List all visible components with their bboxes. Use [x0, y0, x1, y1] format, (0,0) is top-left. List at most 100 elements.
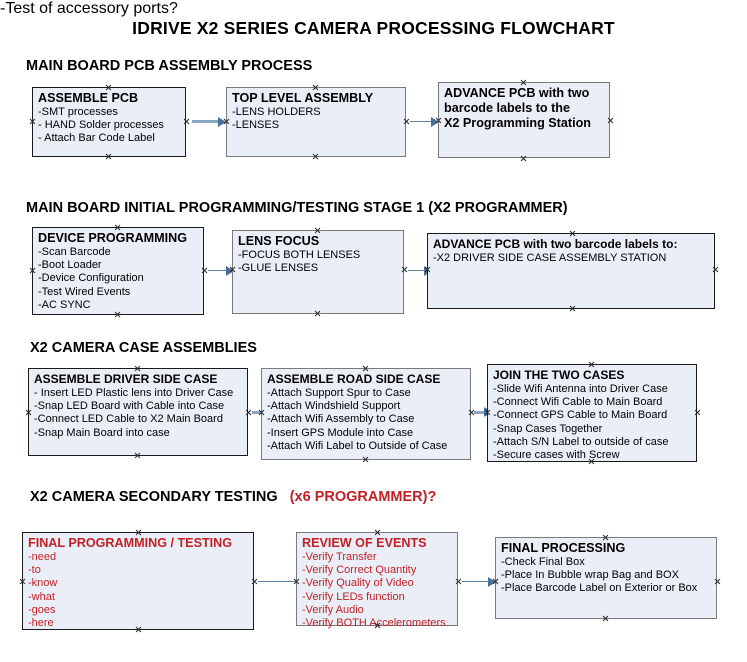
- list-item: -know: [28, 577, 58, 590]
- list-item: -X2 DRIVER SIDE CASE ASSEMBLY STATION: [433, 252, 667, 264]
- list-item: -Device Configuration: [38, 272, 144, 285]
- arrowhead-icon: [488, 577, 496, 587]
- list-item: -Test Wired Events: [38, 285, 131, 298]
- node-title: ASSEMBLE DRIVER SIDE CASE: [34, 372, 218, 386]
- list-item: -Verify LEDs function: [302, 590, 405, 603]
- list-item: -FOCUS BOTH LENSES: [238, 249, 361, 261]
- node-item-list: - Insert LED Plastic lens into Driver Ca…: [34, 387, 247, 440]
- node-review-of-events[interactable]: REVIEW OF EVENTS -Verify Transfer -Verif…: [296, 532, 458, 629]
- node-item-list: -X2 DRIVER SIDE CASE ASSEMBLY STATION: [433, 252, 714, 265]
- list-item: -Insert GPS Module into Case: [267, 426, 414, 439]
- section-heading-2: MAIN BOARD INITIAL PROGRAMMING/TESTING S…: [26, 200, 568, 216]
- list-item: -SMT processes: [38, 106, 118, 118]
- list-item: - Insert LED Plastic lens into Driver Ca…: [34, 387, 234, 399]
- section-heading-3: X2 CAMERA CASE ASSEMBLIES: [30, 340, 257, 356]
- node-device-programming[interactable]: DEVICE PROGRAMMING -Scan Barcode -Boot L…: [32, 227, 204, 315]
- connector-3b: [474, 411, 490, 414]
- node-title-line2: barcode labels to the: [444, 101, 570, 115]
- list-item: -Snap Cases Together: [493, 422, 603, 435]
- connector-4b: [462, 581, 494, 582]
- node-title: REVIEW OF EVENTS: [302, 536, 427, 550]
- section-heading-1: MAIN BOARD PCB ASSEMBLY PROCESS: [26, 58, 312, 74]
- list-item: -Boot Loader: [38, 259, 102, 272]
- node-lens-focus[interactable]: LENS FOCUS -FOCUS BOTH LENSES -GLUE LENS…: [232, 230, 404, 314]
- list-item: -Verify Correct Quantity: [302, 564, 417, 577]
- list-item: -Connect GPS Cable to Main Board: [493, 409, 668, 422]
- list-item: -Attach Support Spur to Case: [267, 387, 411, 399]
- list-item: -Connect Wifi Cable to Main Board: [493, 396, 663, 409]
- arrowhead-icon: [226, 266, 234, 276]
- node-title: ADVANCE PCB with two: [444, 86, 590, 100]
- section-heading-1-text: MAIN BOARD PCB ASSEMBLY PROCESS: [26, 58, 313, 74]
- list-item: -Place Barcode Label on Exterior or Box: [501, 582, 698, 595]
- list-item: -Attach S/N Label to outside of case: [493, 435, 669, 448]
- list-item: -Slide Wifi Antenna into Driver Case: [493, 383, 668, 395]
- section-heading-2-text: MAIN BOARD INITIAL PROGRAMMING/TESTING S…: [26, 200, 568, 216]
- node-item-list: -Attach Support Spur to Case -Attach Win…: [267, 387, 470, 453]
- list-item: -Verify Transfer: [302, 551, 377, 563]
- list-item: -Check Final Box: [501, 556, 585, 568]
- list-item: -Verify Quality of Video: [302, 577, 414, 590]
- section-heading-3-text: X2 CAMERA CASE ASSEMBLIES: [30, 340, 257, 356]
- connector-4a: [258, 581, 296, 582]
- node-item-list: -SMT processes - HAND Solder processes -…: [38, 106, 185, 146]
- list-item: - HAND Solder processes: [38, 119, 164, 132]
- list-item: -LENS HOLDERS: [232, 106, 321, 118]
- node-title: ASSEMBLE ROAD SIDE CASE: [267, 372, 441, 386]
- node-review-of-events-overflow-item: -Test of accessory ports?: [0, 0, 178, 17]
- list-item: -Attach Windshield Support: [267, 400, 401, 413]
- node-assemble-pcb[interactable]: ASSEMBLE PCB -SMT processes - HAND Solde…: [32, 87, 186, 157]
- node-title: TOP LEVEL ASSEMBLY: [232, 91, 374, 105]
- node-item-list: -Scan Barcode -Boot Loader -Device Confi…: [38, 246, 203, 312]
- node-item-list: -FOCUS BOTH LENSES -GLUE LENSES: [238, 249, 403, 275]
- list-item: -Secure cases with Screw: [493, 449, 620, 462]
- list-item: -LENSES: [232, 119, 280, 132]
- connector-2b: [408, 270, 430, 271]
- node-item-list: -Check Final Box -Place In Bubble wrap B…: [501, 556, 716, 596]
- list-item: -Connect LED Cable to X2 Main Board: [34, 413, 223, 426]
- list-item: -Verify Audio: [302, 603, 364, 616]
- node-title: ASSEMBLE PCB: [38, 91, 139, 105]
- section-heading-4-red-text: (x6 PROGRAMMER)?: [289, 489, 437, 505]
- node-advance-pcb-programming-station[interactable]: ADVANCE PCB with two barcode labels to t…: [438, 82, 610, 158]
- list-item: -Attach Wifi Label to Outside of Case: [267, 439, 448, 452]
- connector-1a: [192, 120, 220, 123]
- page-title: IDRIVE X2 SERIES CAMERA PROCESSING FLOWC…: [132, 18, 615, 38]
- list-item: -Place In Bubble wrap Bag and BOX: [501, 569, 679, 582]
- node-title: LENS FOCUS: [238, 234, 320, 248]
- list-item: -what: [28, 590, 55, 603]
- connector-1b: [410, 121, 435, 122]
- list-item: -Snap Main Board into case: [34, 426, 170, 439]
- list-item: -Scan Barcode: [38, 246, 111, 258]
- node-final-processing[interactable]: FINAL PROCESSING -Check Final Box -Place…: [495, 537, 717, 619]
- arrowhead-icon: [431, 117, 439, 127]
- list-item: -Snap LED Board with Cable into Case: [34, 400, 225, 413]
- node-title: FINAL PROCESSING: [501, 541, 626, 555]
- node-title: JOIN THE TWO CASES: [493, 368, 625, 382]
- node-join-the-two-cases[interactable]: JOIN THE TWO CASES -Slide Wifi Antenna i…: [487, 364, 697, 462]
- node-assemble-driver-side-case[interactable]: ASSEMBLE DRIVER SIDE CASE - Insert LED P…: [28, 368, 248, 456]
- list-item: -here: [28, 617, 54, 630]
- connector-3a: [252, 411, 268, 414]
- node-item-list: -need -to -know -what -goes -here: [28, 551, 253, 630]
- node-title: ADVANCE PCB with two barcode labels to:: [433, 237, 678, 251]
- node-item-list: -Verify Transfer -Verify Correct Quantit…: [302, 551, 457, 630]
- node-advance-pcb-driver-side[interactable]: ADVANCE PCB with two barcode labels to: …: [427, 233, 715, 309]
- list-item: -Attach Wifi Assembly to Case: [267, 413, 415, 426]
- node-top-level-assembly[interactable]: TOP LEVEL ASSEMBLY -LENS HOLDERS -LENSES: [226, 87, 406, 157]
- node-final-programming-testing[interactable]: FINAL PROGRAMMING / TESTING -need -to -k…: [22, 532, 254, 630]
- list-item: -Verify BOTH Accelerometers: [302, 617, 446, 630]
- node-assemble-road-side-case[interactable]: ASSEMBLE ROAD SIDE CASE -Attach Support …: [261, 368, 471, 460]
- list-item: -GLUE LENSES: [238, 262, 319, 275]
- node-title: FINAL PROGRAMMING / TESTING: [28, 536, 233, 550]
- section-heading-4: X2 CAMERA SECONDARY TESTING (x6 PROGRAMM…: [30, 489, 436, 505]
- node-title-line3: X2 Programming Station: [444, 116, 591, 130]
- connector-2a: [208, 270, 230, 271]
- list-item: -AC SYNC: [38, 298, 91, 311]
- node-title: DEVICE PROGRAMMING: [38, 231, 188, 245]
- section-heading-4-text: X2 CAMERA SECONDARY TESTING: [30, 489, 278, 505]
- list-item: - Attach Bar Code Label: [38, 132, 155, 145]
- list-item: -to: [28, 564, 41, 577]
- arrowhead-icon: [218, 117, 226, 127]
